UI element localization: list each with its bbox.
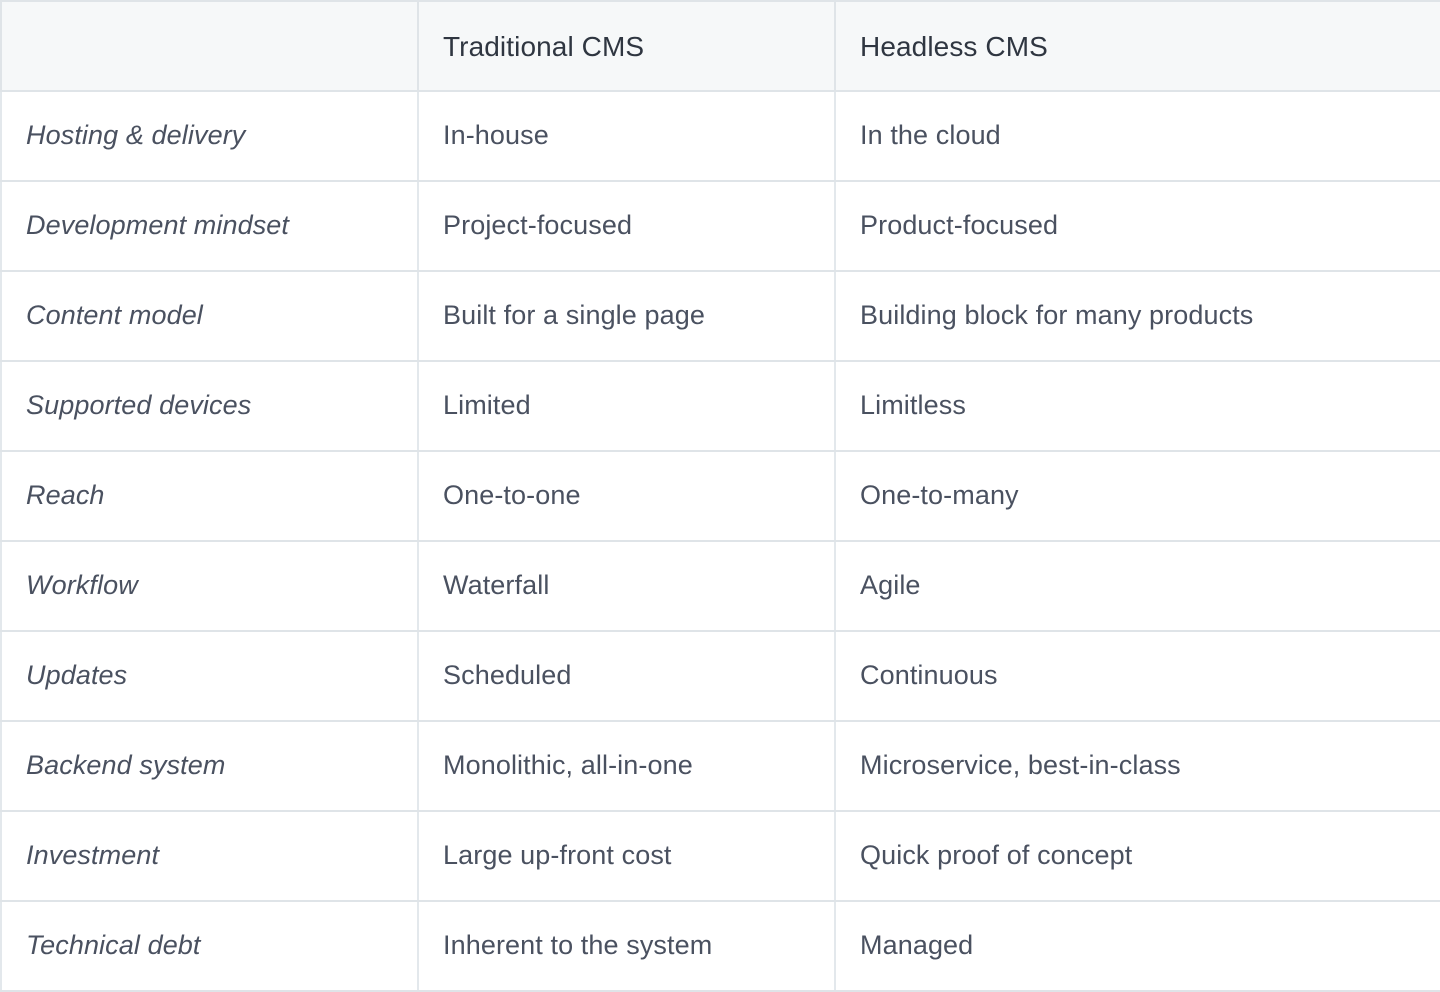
cell-traditional-cms: Limited	[418, 361, 836, 452]
cell-headless-cms: Continuous	[835, 631, 1440, 722]
cell-headless-cms: Limitless	[835, 361, 1440, 452]
cell-traditional-cms: Waterfall	[418, 541, 836, 632]
cell-headless-cms: Microservice, best-in-class	[835, 721, 1440, 812]
cell-headless-cms: Quick proof of concept	[835, 811, 1440, 902]
cell-traditional-cms: One-to-one	[418, 451, 836, 542]
cell-headless-cms: Product-focused	[835, 181, 1440, 272]
row-label: Development mindset	[0, 181, 419, 272]
table-header: Traditional CMS Headless CMS	[0, 0, 1440, 92]
row-label: Content model	[0, 271, 419, 362]
cell-traditional-cms: Built for a single page	[418, 271, 836, 362]
cell-traditional-cms: In-house	[418, 91, 836, 182]
cell-traditional-cms: Large up-front cost	[418, 811, 836, 902]
row-label: Updates	[0, 631, 419, 722]
row-label: Backend system	[0, 721, 419, 812]
cell-traditional-cms: Monolithic, all-in-one	[418, 721, 836, 812]
cell-headless-cms: Agile	[835, 541, 1440, 632]
column-header-headless-cms: Headless CMS	[835, 0, 1440, 92]
cell-headless-cms: In the cloud	[835, 91, 1440, 182]
cell-traditional-cms: Scheduled	[418, 631, 836, 722]
cell-traditional-cms: Project-focused	[418, 181, 836, 272]
column-header-attribute	[0, 0, 419, 92]
row-label: Investment	[0, 811, 419, 902]
row-label: Technical debt	[0, 901, 419, 992]
cell-traditional-cms: Inherent to the system	[418, 901, 836, 992]
row-label: Hosting & delivery	[0, 91, 419, 182]
cell-headless-cms: Building block for many products	[835, 271, 1440, 362]
row-label: Workflow	[0, 541, 419, 632]
cell-headless-cms: One-to-many	[835, 451, 1440, 542]
cell-headless-cms: Managed	[835, 901, 1440, 992]
column-header-traditional-cms: Traditional CMS	[418, 0, 836, 92]
row-label: Reach	[0, 451, 419, 542]
row-label: Supported devices	[0, 361, 419, 452]
table-header-row: Traditional CMS Headless CMS	[0, 0, 1440, 92]
